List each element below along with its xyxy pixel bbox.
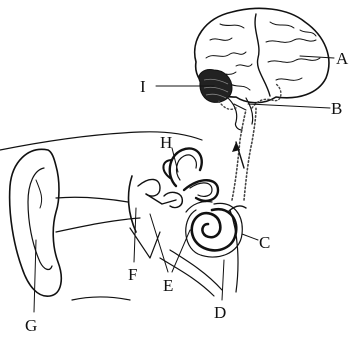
leader-line-C — [242, 234, 258, 240]
leader-line-E-2 — [172, 230, 190, 272]
leader-lines — [34, 56, 334, 312]
label-H: H — [160, 133, 172, 152]
eardrum-and-ossicles — [129, 176, 183, 258]
label-B: B — [331, 99, 342, 118]
brain-stem — [228, 98, 253, 130]
leader-line-B — [248, 104, 330, 108]
cochlea — [186, 201, 243, 257]
label-D: D — [214, 303, 226, 322]
label-F: F — [128, 265, 137, 284]
leader-line-E-1 — [150, 214, 168, 272]
label-G: G — [25, 316, 37, 335]
label-I: I — [140, 77, 146, 96]
label-E: E — [163, 276, 173, 295]
leader-line-D — [222, 260, 224, 300]
label-A: A — [336, 49, 349, 68]
labels: A B I H C D E F G — [25, 49, 349, 335]
label-C: C — [259, 233, 270, 252]
ear-canal — [56, 197, 140, 232]
